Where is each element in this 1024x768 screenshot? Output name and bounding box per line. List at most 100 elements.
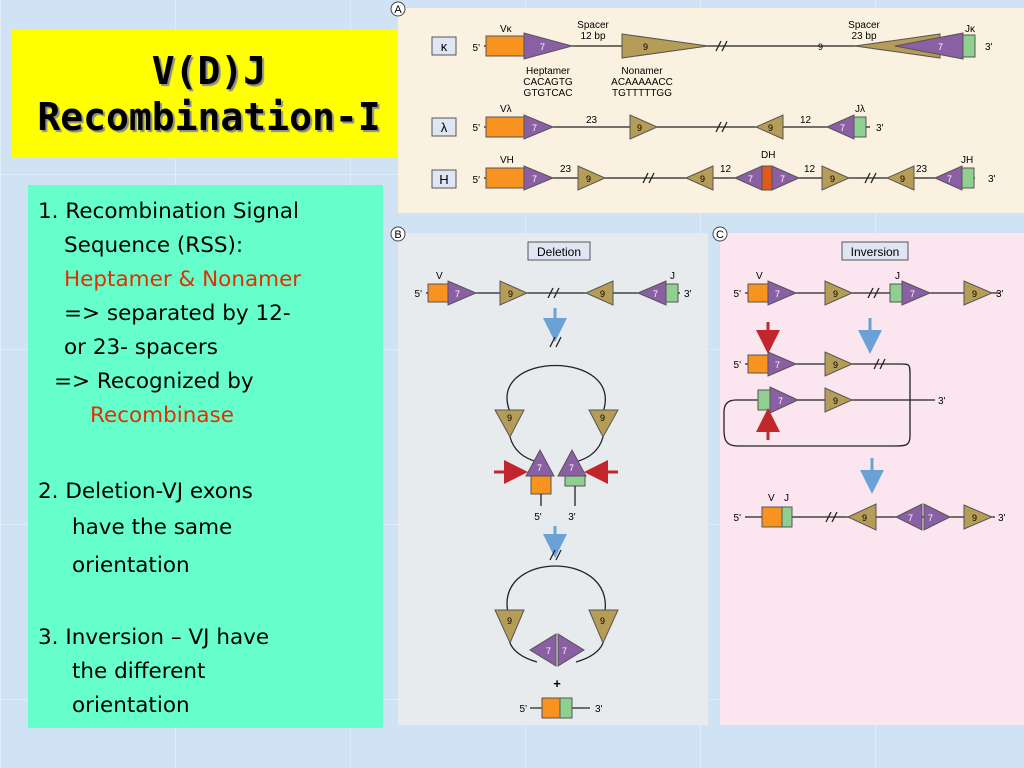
svg-text:V: V xyxy=(768,493,775,504)
heavy-nonamer-2 xyxy=(684,165,714,191)
plus-sign: + xyxy=(553,676,561,691)
svg-text:7: 7 xyxy=(455,289,460,299)
heavy-label: H xyxy=(439,172,448,187)
svg-text:7: 7 xyxy=(908,513,913,523)
svg-text:9: 9 xyxy=(768,123,773,133)
svg-text:12: 12 xyxy=(804,164,816,175)
svg-text:J: J xyxy=(895,271,900,282)
svg-text:9: 9 xyxy=(833,289,838,299)
svg-text:7: 7 xyxy=(540,42,545,52)
svg-text:3': 3' xyxy=(938,396,946,407)
spacer-12-label-a: Spacer xyxy=(577,20,609,31)
svg-text:9: 9 xyxy=(637,123,642,133)
note-2-line-c: orientation xyxy=(72,553,190,578)
svg-text:23: 23 xyxy=(560,164,572,175)
panel-b-label: B xyxy=(394,229,401,241)
svg-text:5': 5' xyxy=(473,175,481,186)
svg-text:3': 3' xyxy=(568,512,576,523)
svg-text:V: V xyxy=(756,271,763,282)
svg-text:7: 7 xyxy=(840,123,845,133)
note-1-line-d: => separated by 12- xyxy=(64,301,291,326)
svg-text:7: 7 xyxy=(928,513,933,523)
lambda-heptamer-1 xyxy=(523,114,555,140)
heptamer-label: Heptamer xyxy=(526,66,571,77)
svg-text:23: 23 xyxy=(916,164,928,175)
vdj-figure: A κ 5' Vκ 7 9 Spacer 12 bp Heptamer CACA… xyxy=(390,0,1024,735)
heavy-nonamer-1 xyxy=(577,165,607,191)
svg-text:7: 7 xyxy=(938,42,943,52)
deletion-vj-product-j xyxy=(559,697,573,719)
heavy-nonamer-4 xyxy=(885,165,915,191)
v-lambda-label: Vλ xyxy=(500,104,512,115)
kappa-nonamer-1 xyxy=(621,33,709,59)
svg-text:3': 3' xyxy=(876,123,884,134)
svg-text:3': 3' xyxy=(684,289,692,300)
svg-text:7: 7 xyxy=(748,174,753,184)
svg-text:3': 3' xyxy=(998,513,1006,524)
lambda-label: λ xyxy=(441,120,448,135)
v-h-label: VH xyxy=(500,155,514,166)
svg-text:7: 7 xyxy=(653,289,658,299)
deletion-v-segment xyxy=(427,283,449,303)
note-1-line-a: 1. Recombination Signal xyxy=(38,199,299,224)
heavy-heptamer-1 xyxy=(523,165,555,191)
svg-text:7: 7 xyxy=(778,396,783,406)
svg-text:9: 9 xyxy=(972,513,977,523)
svg-text:7: 7 xyxy=(569,463,574,473)
kappa-label: κ xyxy=(441,39,448,54)
lambda-nonamer-2 xyxy=(754,114,784,140)
v-lambda-segment xyxy=(485,116,525,138)
svg-text:9: 9 xyxy=(833,360,838,370)
kappa-heptamer-1 xyxy=(523,32,574,60)
notes-box: 1. Recombination Signal Sequence (RSS): … xyxy=(28,185,383,728)
note-1-heptamer-nonamer: Heptamer & Nonamer xyxy=(64,267,302,292)
heptamer-seq-1: CACAGTG xyxy=(523,77,573,88)
svg-text:9: 9 xyxy=(643,42,648,52)
heptamer-seq-2: GTGTCAC xyxy=(524,88,573,99)
svg-text:J: J xyxy=(670,271,675,282)
note-1-line-b: Sequence (RSS): xyxy=(64,233,244,258)
svg-text:3': 3' xyxy=(988,174,996,185)
svg-text:9: 9 xyxy=(900,174,905,184)
inversion-j-segment xyxy=(889,283,903,303)
deletion-vj-product-v xyxy=(541,697,561,719)
svg-text:5': 5' xyxy=(734,360,742,371)
panel-c-label: C xyxy=(716,229,724,241)
spacer-12-label-b: 12 bp xyxy=(580,31,605,42)
note-1-recombinase: Recombinase xyxy=(90,403,234,428)
svg-text:5': 5' xyxy=(415,289,423,300)
note-1-line-f: => Recognized by xyxy=(54,369,254,394)
svg-text:7: 7 xyxy=(537,463,542,473)
svg-text:9: 9 xyxy=(600,616,605,626)
svg-text:3': 3' xyxy=(985,42,993,53)
svg-text:5': 5' xyxy=(520,704,528,715)
note-3-line-a: 3. Inversion – VJ have xyxy=(38,625,270,650)
svg-text:5': 5' xyxy=(473,123,481,134)
j-lambda-segment xyxy=(853,116,867,138)
svg-text:9: 9 xyxy=(586,174,591,184)
svg-text:12: 12 xyxy=(720,164,732,175)
nonamer-seq-2: TGTTTTTGG xyxy=(612,88,672,99)
j-lambda-label: Jλ xyxy=(855,104,865,115)
note-3-line-c: orientation xyxy=(72,693,190,718)
v-h-segment xyxy=(485,167,525,189)
heavy-heptamer-3 xyxy=(771,165,801,191)
svg-text:7: 7 xyxy=(910,289,915,299)
svg-text:7: 7 xyxy=(947,174,952,184)
svg-text:12: 12 xyxy=(800,115,812,126)
svg-text:23: 23 xyxy=(586,115,598,126)
title-line-1: V(D)J xyxy=(151,49,267,93)
nonamer-label: Nonamer xyxy=(621,66,663,77)
d-h-label: DH xyxy=(761,150,775,161)
j-h-label: JH xyxy=(961,155,973,166)
note-3-line-b: the different xyxy=(72,659,206,684)
svg-text:9: 9 xyxy=(818,42,823,52)
svg-text:9: 9 xyxy=(507,616,512,626)
deletion-label: Deletion xyxy=(537,245,581,259)
inversion-label: Inversion xyxy=(851,245,900,259)
svg-text:9: 9 xyxy=(600,289,605,299)
svg-text:3': 3' xyxy=(996,289,1004,300)
spacer-23-label-a: Spacer xyxy=(848,20,880,31)
panel-a-label: A xyxy=(394,4,402,16)
svg-text:7: 7 xyxy=(562,646,567,656)
